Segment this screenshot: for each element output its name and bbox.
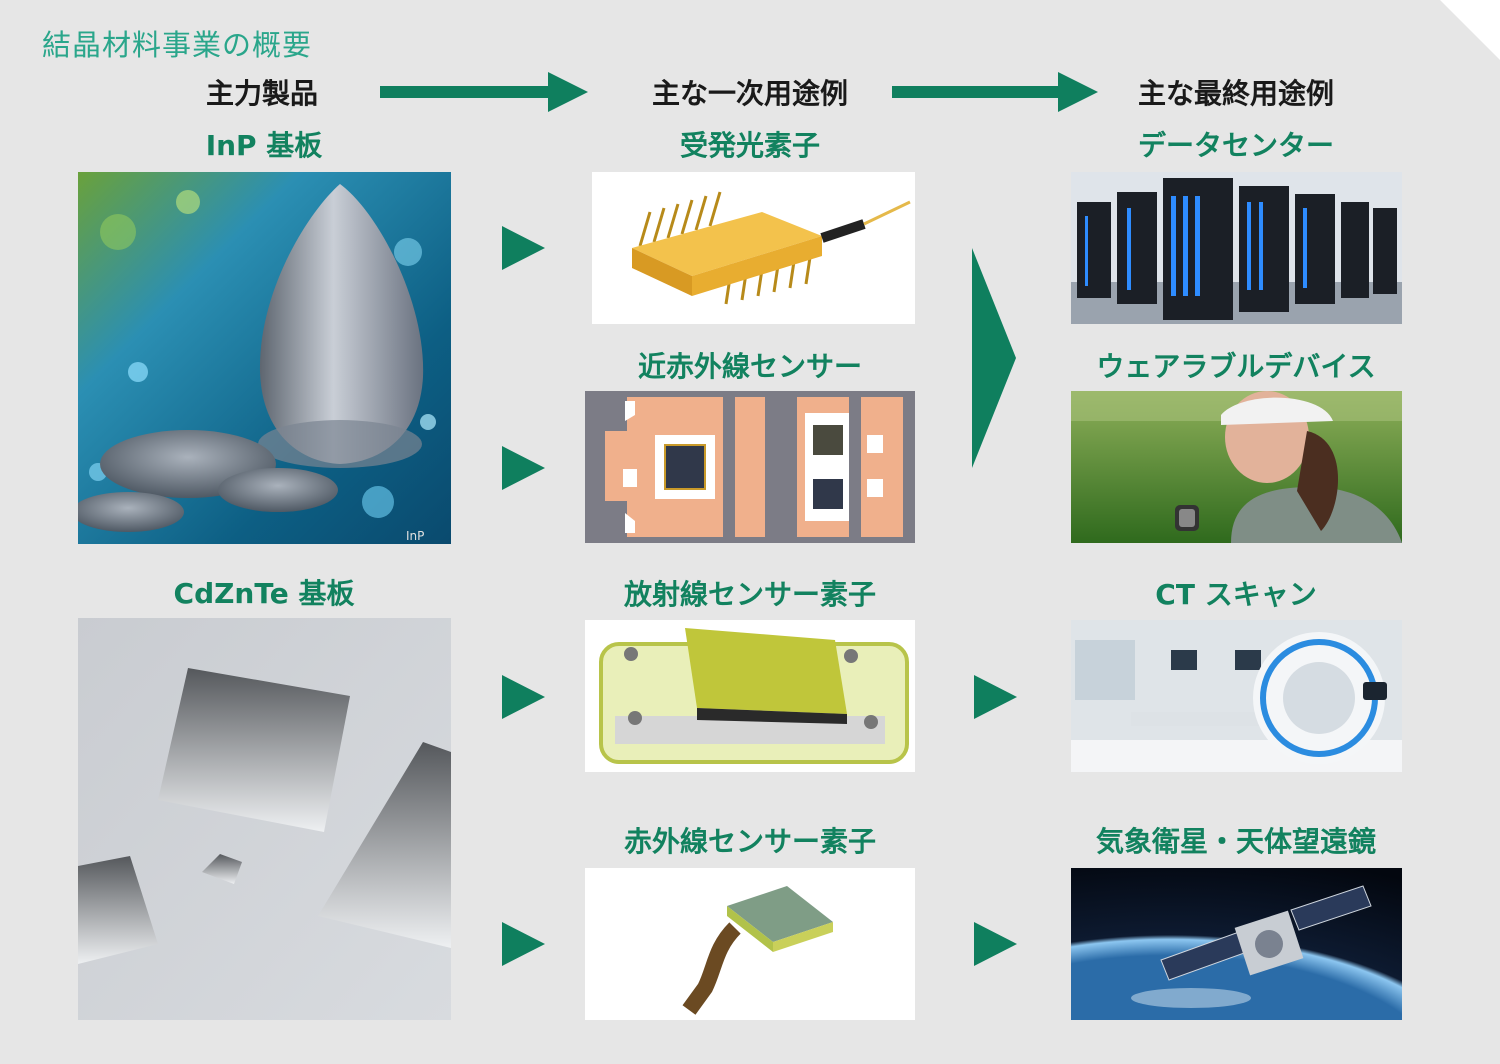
arrow-to-radiation-sensor <box>502 675 545 719</box>
final-use-label-3: CT スキャン <box>1155 578 1317 611</box>
cdznte-substrate-image <box>78 618 451 1020</box>
header-final-uses: 主な最終用途例 <box>1137 77 1335 110</box>
ir-sensor-image <box>585 868 915 1020</box>
arrow-to-ct-scan <box>974 675 1017 719</box>
ct-scanner-image <box>1071 620 1402 772</box>
inp-watermark: InP <box>406 529 424 543</box>
flow-arrow-1 <box>380 72 588 112</box>
final-use-label-1: データセンター <box>1137 129 1335 162</box>
product-label-cdznte: CdZnTe 基板 <box>173 577 355 610</box>
inp-ingot-image: InP <box>78 172 451 544</box>
data-center-image <box>1071 172 1402 324</box>
primary-use-label-4: 赤外線センサー素子 <box>623 825 877 858</box>
arrow-to-satellite <box>974 922 1017 966</box>
primary-use-label-2: 近赤外線センサー <box>637 350 863 383</box>
final-use-label-2: ウェアラブルデバイス <box>1096 350 1376 383</box>
page-title: 結晶材料事業の概要 <box>42 28 313 62</box>
arrow-to-datacenter-wearable <box>972 248 1016 468</box>
optical-device-image <box>592 172 915 324</box>
arrow-to-optical-device <box>502 226 545 270</box>
nir-sensor-image <box>585 391 915 543</box>
product-label-inp: InP 基板 <box>205 129 323 162</box>
final-use-label-4: 気象衛星・天体望遠鏡 <box>1095 825 1377 858</box>
primary-use-label-3: 放射線センサー素子 <box>623 578 877 611</box>
arrow-to-ir-sensor <box>502 922 545 966</box>
satellite-image <box>1071 868 1402 1020</box>
primary-use-label-1: 受発光素子 <box>679 129 821 162</box>
flow-arrow-2 <box>892 72 1098 112</box>
wearable-device-image <box>1071 391 1402 543</box>
radiation-sensor-image <box>585 620 915 772</box>
arrow-to-nir-sensor <box>502 446 545 490</box>
header-products: 主力製品 <box>205 77 319 110</box>
header-primary-uses: 主な一次用途例 <box>651 77 849 110</box>
